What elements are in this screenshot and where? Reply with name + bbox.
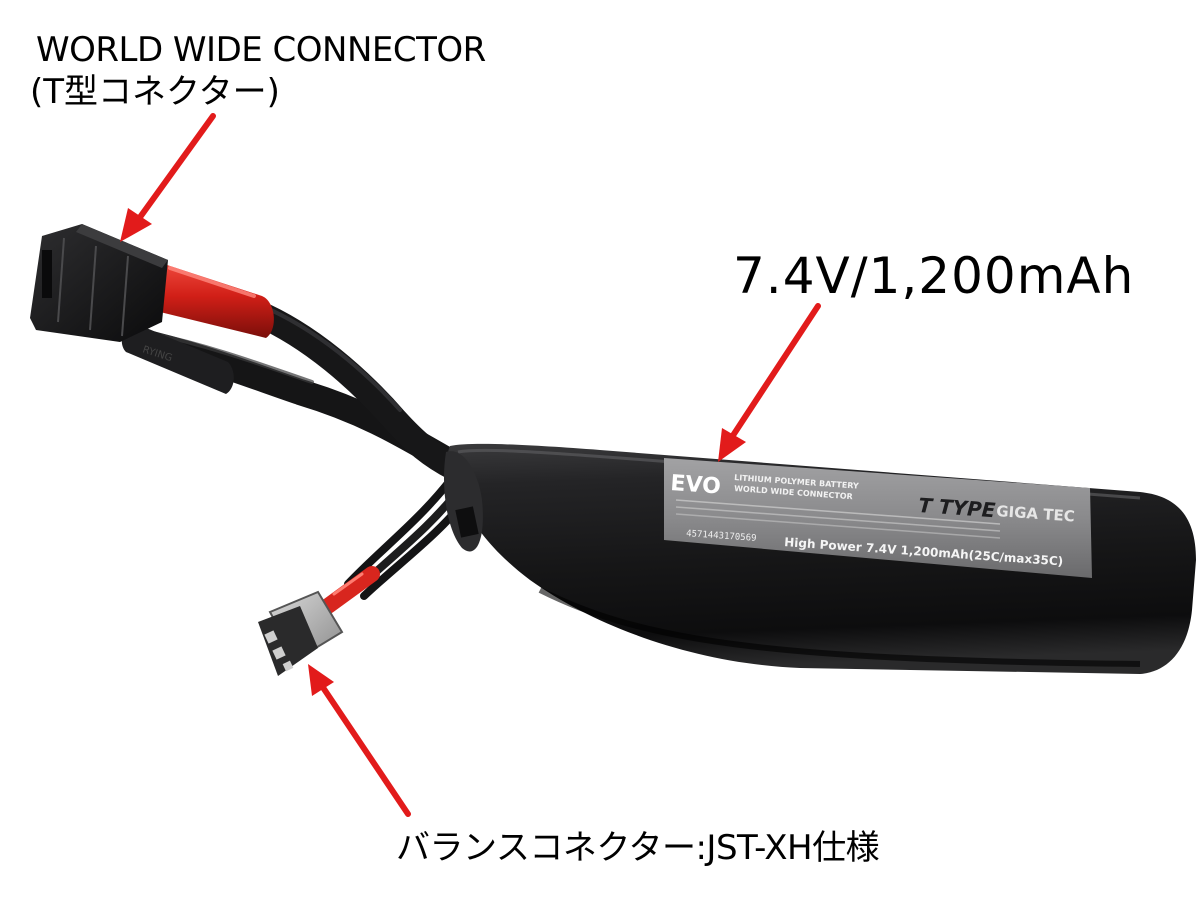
t-connector-plug xyxy=(30,224,168,342)
connector-sublabel: (T型コネクター) xyxy=(30,72,280,112)
red-arrow-icon-capacity xyxy=(718,303,821,462)
connector-label: WORLD WIDE CONNECTOR xyxy=(36,30,486,70)
jst-xh-plug xyxy=(258,590,344,676)
red-lead-wire xyxy=(242,299,468,481)
balance-connector-label: バランスコネクター:JST-XH仕様 xyxy=(396,828,880,868)
red-heat-shrink xyxy=(151,262,274,338)
capacity-label: 7.4V/1,200mAh xyxy=(733,247,1135,305)
black-heat-shrink xyxy=(121,322,234,394)
sticker-maker: GIGA TEC xyxy=(996,502,1076,525)
sticker-badge: T TYPE xyxy=(918,493,997,522)
sticker-barcode: 4571443170569 xyxy=(686,529,757,544)
red-arrow-icon-connector xyxy=(120,113,216,242)
sticker-brand: EVO xyxy=(670,471,722,499)
red-arrow-icon-balance xyxy=(308,664,411,817)
